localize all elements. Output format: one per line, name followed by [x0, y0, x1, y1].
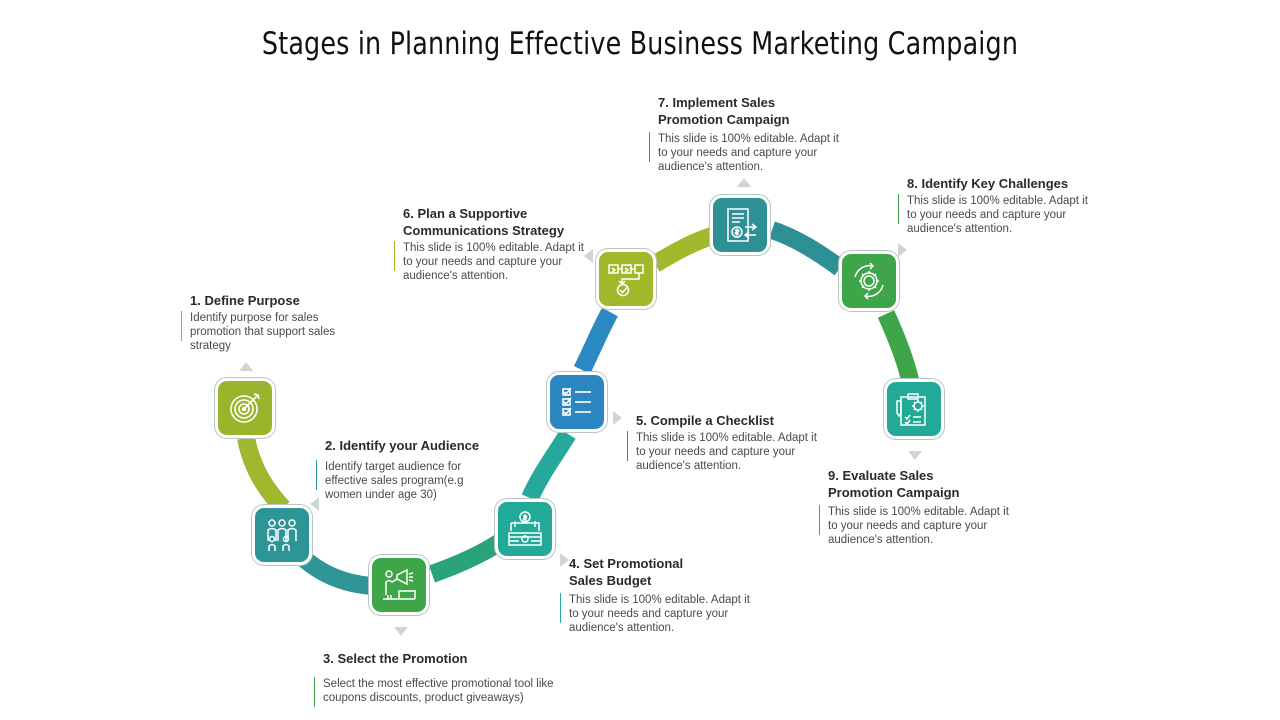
connector-5-6 [573, 307, 618, 375]
connector-1-2 [237, 436, 290, 515]
stage-9-node [887, 382, 941, 436]
stage-5-description: This slide is 100% editable. Adapt it to… [627, 431, 821, 473]
stage-3-accent-line [314, 677, 315, 707]
stage-1-title: 1. Define Purpose [190, 293, 300, 308]
connector-3-4 [428, 534, 505, 583]
pointer-6 [584, 249, 593, 263]
stage-6-description-text: This slide is 100% editable. Adapt it to… [403, 242, 584, 282]
target-icon [230, 393, 260, 423]
stage-7-description: This slide is 100% editable. Adapt it to… [649, 132, 843, 174]
stage-4-accent-line [560, 593, 561, 623]
pointer-2 [310, 497, 319, 511]
stage-2-description-text: Identify target audience for effective s… [325, 461, 464, 501]
stage-9-title: 9. Evaluate Sales Promotion Campaign [828, 468, 960, 500]
stage-6-node [599, 252, 653, 306]
stage-1-text: 1. Define Purpose Identify purpose for s… [181, 292, 340, 353]
strategy-icon [608, 264, 644, 297]
stage-5-description-text: This slide is 100% editable. Adapt it to… [636, 432, 817, 472]
campaign-document-icon [727, 208, 758, 242]
pointer-1 [239, 362, 253, 371]
stage-4-title: 4. Set Promotional Sales Budget [569, 556, 684, 588]
stage-5-accent-line [627, 431, 628, 461]
stage-8-description-text: This slide is 100% editable. Adapt it to… [907, 195, 1088, 235]
pointer-7 [737, 178, 751, 187]
evaluation-icon [896, 393, 926, 426]
audience-icon [267, 519, 297, 551]
stage-4-node [498, 502, 552, 556]
stage-7-node [713, 198, 767, 252]
gear-cycle-icon [854, 262, 884, 300]
stage-6-title: 6. Plan a Supportive Communications Stra… [403, 206, 565, 238]
stage-1-node [218, 381, 272, 435]
stage-3-description: Select the most effective promotional to… [314, 677, 573, 707]
pointer-9 [908, 451, 922, 460]
stage-2-accent-line [316, 460, 317, 490]
stage-9-text: 9. Evaluate Sales Promotion Campaign Thi… [819, 467, 1018, 547]
stage-5-text: 5. Compile a Checklist This slide is 100… [627, 412, 826, 473]
stage-6-text: 6. Plan a Supportive Communications Stra… [394, 205, 593, 283]
connector-4-5 [521, 429, 576, 502]
stage-3-node [372, 558, 426, 612]
stage-4-text: 4. Set Promotional Sales Budget This sli… [560, 555, 759, 635]
stage-3-text: 3. Select the Promotion Select the most … [314, 650, 583, 707]
stage-6-description: This slide is 100% editable. Adapt it to… [394, 241, 588, 283]
stage-1-description: Identify purpose for sales promotion tha… [181, 311, 340, 353]
pointer-4 [560, 553, 569, 567]
stage-8-node [842, 254, 896, 308]
connector-2-3 [293, 548, 373, 595]
pointer-5 [613, 411, 622, 425]
stage-7-text: 7. Implement Sales Promotion Campaign Th… [649, 94, 848, 174]
stage-9-description: This slide is 100% editable. Adapt it to… [819, 505, 1013, 547]
page-title: Stages in Planning Effective Business Ma… [261, 26, 1019, 62]
megaphone-icon [383, 568, 416, 600]
stage-3-title: 3. Select the Promotion [323, 651, 468, 666]
stage-5-title: 5. Compile a Checklist [636, 413, 774, 428]
connector-7-8 [768, 221, 846, 276]
stage-9-accent-line [819, 505, 820, 535]
stage-8-text: 8. Identify Key Challenges This slide is… [898, 175, 1097, 236]
stage-6-accent-line [394, 241, 395, 271]
stage-2-description: Identify target audience for effective s… [316, 460, 475, 502]
budget-icon [508, 511, 542, 546]
stage-8-accent-line [898, 194, 899, 224]
stage-9-description-text: This slide is 100% editable. Adapt it to… [828, 506, 1009, 546]
stage-5-node [550, 375, 604, 429]
checklist-icon [562, 387, 591, 416]
stage-2-text: 2. Identify your Audience Identify targe… [316, 437, 495, 502]
connector-6-7 [650, 227, 715, 272]
pointer-3 [394, 627, 408, 636]
stage-2-title: 2. Identify your Audience [325, 438, 480, 453]
pointer-8 [898, 243, 907, 257]
stage-8-title: 8. Identify Key Challenges [907, 176, 1069, 191]
stage-1-accent-line [181, 311, 182, 341]
stage-2-node [255, 508, 309, 562]
stage-4-description-text: This slide is 100% editable. Adapt it to… [569, 594, 750, 634]
stage-7-description-text: This slide is 100% editable. Adapt it to… [658, 133, 839, 173]
stage-8-description: This slide is 100% editable. Adapt it to… [898, 194, 1092, 236]
stage-1-description-text: Identify purpose for sales promotion tha… [190, 312, 336, 352]
connector-8-9 [877, 310, 919, 383]
stage-7-accent-line [649, 132, 650, 162]
stage-7-title: 7. Implement Sales Promotion Campaign [658, 95, 790, 127]
stage-4-description: This slide is 100% editable. Adapt it to… [560, 593, 754, 635]
stage-3-description-text: Select the most effective promotional to… [323, 678, 554, 704]
